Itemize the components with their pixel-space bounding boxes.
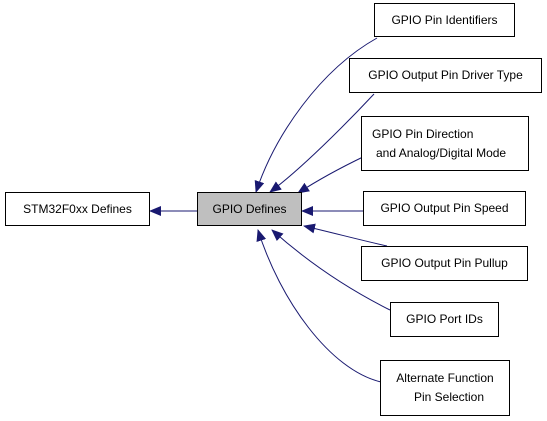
node-alternate-function-pin-selection[interactable]: Alternate Function Pin Selection bbox=[380, 360, 510, 416]
node-gpio-output-pin-driver-type[interactable]: GPIO Output Pin Driver Type bbox=[349, 58, 542, 93]
node-label-line-1: Alternate Function bbox=[396, 371, 494, 385]
node-label: GPIO Pin Identifiers bbox=[391, 12, 498, 27]
node-label-line-1: GPIO Pin Direction bbox=[372, 126, 474, 141]
edge-pin-direction bbox=[297, 155, 366, 194]
node-label: GPIO Defines bbox=[212, 201, 287, 216]
node-label: GPIO Output Pin Pullup bbox=[381, 256, 508, 270]
node-label: STM32F0xx Defines bbox=[23, 201, 132, 216]
edge-port-ids bbox=[271, 229, 391, 311]
node-label-line-2: Pin Selection bbox=[413, 390, 485, 404]
node-stm32f0xx-defines[interactable]: STM32F0xx Defines bbox=[5, 192, 150, 226]
node-gpio-output-pin-speed[interactable]: GPIO Output Pin Speed bbox=[363, 191, 526, 226]
edge-output-driver-type bbox=[269, 93, 375, 193]
node-label: GPIO Port IDs bbox=[406, 312, 483, 326]
node-gpio-defines: GPIO Defines bbox=[197, 192, 302, 226]
node-label: GPIO Output Pin Driver Type bbox=[368, 68, 523, 82]
edge-pin-identifiers bbox=[254, 37, 378, 193]
node-gpio-port-ids[interactable]: GPIO Port IDs bbox=[390, 302, 499, 337]
node-label: GPIO Output Pin Speed bbox=[380, 201, 509, 215]
edge-alternate-function bbox=[256, 229, 382, 383]
edge-output-pullup bbox=[303, 223, 388, 247]
node-gpio-pin-direction[interactable]: GPIO Pin Direction and Analog/Digital Mo… bbox=[361, 116, 529, 171]
node-gpio-output-pin-pullup[interactable]: GPIO Output Pin Pullup bbox=[361, 246, 528, 281]
node-label-line-2: and Analog/Digital Mode bbox=[376, 145, 507, 160]
node-gpio-pin-identifiers[interactable]: GPIO Pin Identifiers bbox=[374, 3, 515, 37]
